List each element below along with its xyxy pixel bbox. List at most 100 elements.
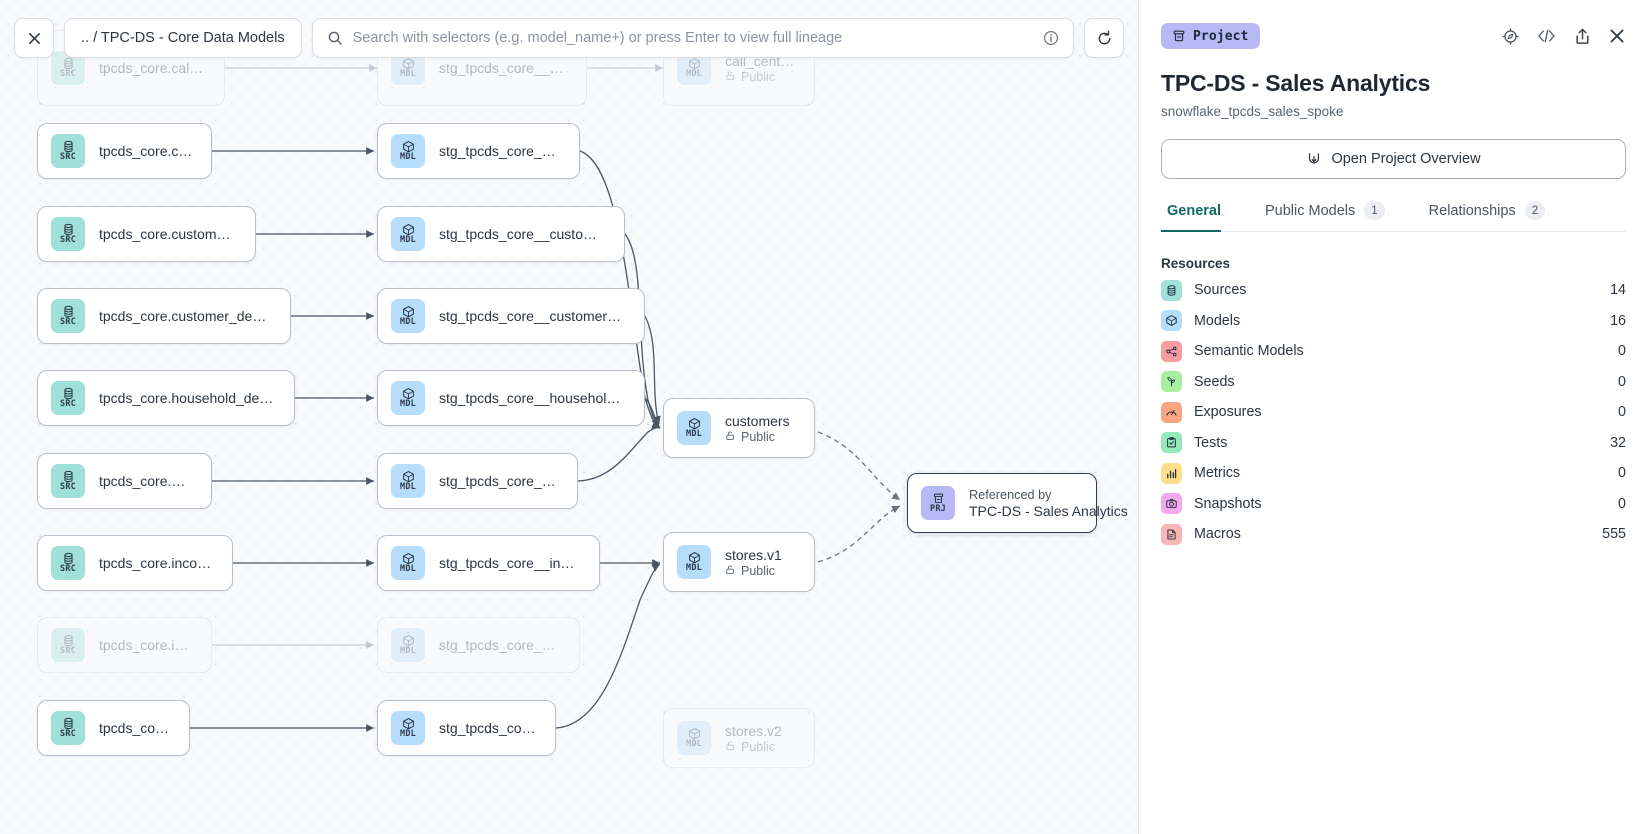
search-input[interactable]: Search with selectors (e.g. model_name+)… xyxy=(352,30,843,46)
lineage-node[interactable]: MDL stg_tpcds_core__customer_address xyxy=(377,206,625,262)
mdl-badge: MDL xyxy=(391,711,425,745)
node-text: tpcds_core.customer_demographics xyxy=(99,308,272,324)
node-title: tpcds_core.income_band xyxy=(99,555,214,571)
src-badge: SRC xyxy=(51,546,85,580)
badge-label: MDL xyxy=(400,729,416,739)
lineage-node[interactable]: SRC tpcds_core.store xyxy=(37,700,190,756)
node-title: tpcds_core.customer_demographics xyxy=(99,308,272,324)
database-icon xyxy=(62,57,75,70)
refresh-icon xyxy=(1098,30,1110,44)
cube-icon xyxy=(402,140,415,153)
node-visibility: Public xyxy=(725,740,782,754)
database-icon xyxy=(62,717,75,730)
database-icon xyxy=(62,223,75,236)
node-title: stg_tpcds_core__customer_address xyxy=(439,226,606,242)
node-title: stores.v2 xyxy=(725,722,782,739)
node-text: tpcds_core.store xyxy=(99,720,171,736)
code-button[interactable] xyxy=(1536,27,1557,45)
node-text: tpcds_core.inventory xyxy=(99,637,193,653)
close-lineage-button[interactable] xyxy=(14,18,54,58)
node-visibility: Public xyxy=(725,70,796,84)
info-circle-icon[interactable] xyxy=(1043,30,1059,46)
compass-button[interactable] xyxy=(1501,27,1520,46)
cube-icon xyxy=(688,551,701,564)
lock-icon xyxy=(725,740,736,754)
bar-chart-icon xyxy=(1161,462,1182,484)
badge-label: SRC xyxy=(60,317,76,327)
node-text: tpcds_core.customer xyxy=(99,143,193,159)
breadcrumb[interactable]: .. / TPC-DS - Core Data Models xyxy=(64,18,302,58)
lineage-node[interactable]: MDLstg_tpcds_core__household_demogr… xyxy=(377,370,645,426)
node-title: tpcds_core.store xyxy=(99,720,171,736)
share-button[interactable] xyxy=(1573,27,1592,46)
lineage-node[interactable]: MDLstg_tpcds_core__customer_demogra… xyxy=(377,288,645,344)
node-title: tpcds_core.household_demographics xyxy=(99,390,276,406)
lock-icon xyxy=(725,430,736,444)
refresh-button[interactable] xyxy=(1084,18,1124,58)
tab-count: 2 xyxy=(1524,201,1546,220)
lineage-canvas[interactable]: .. / TPC-DS - Core Data Models Search wi… xyxy=(0,0,1139,834)
breadcrumb-label: .. / TPC-DS - Core Data Models xyxy=(81,30,285,46)
lineage-node[interactable]: SRC tpcds_core.income_band xyxy=(37,535,233,591)
resource-name: Tests xyxy=(1194,434,1228,451)
open-project-overview-button[interactable]: Open Project Overview xyxy=(1161,139,1626,179)
overview-icon xyxy=(1309,153,1320,164)
lineage-node[interactable]: SRC tpcds_core.customer_demographics xyxy=(37,288,291,344)
search-bar[interactable]: Search with selectors (e.g. model_name+)… xyxy=(311,18,1074,58)
tab-general[interactable]: General xyxy=(1161,201,1243,232)
node-text: stg_tpcds_core__customer_address xyxy=(439,226,606,242)
detail-panel: Project xyxy=(1139,0,1648,834)
node-text: tpcds_core.income_band xyxy=(99,555,214,571)
node-title: customers xyxy=(725,412,790,429)
resource-count: 0 xyxy=(1618,495,1626,512)
resource-count: 0 xyxy=(1618,343,1626,360)
cube-icon xyxy=(1161,310,1182,332)
node-relation-label: Referenced by xyxy=(969,487,1052,502)
node-title: stg_tpcds_core__customer xyxy=(439,143,561,159)
close-panel-button[interactable] xyxy=(1608,27,1626,45)
resource-type-label: Project xyxy=(1193,28,1249,44)
badge-label: SRC xyxy=(60,729,76,739)
close-icon xyxy=(1610,29,1624,43)
src-badge: SRC xyxy=(51,217,85,251)
src-badge: SRC xyxy=(51,299,85,333)
mdl-badge: MDL xyxy=(391,217,425,251)
resource-name: Sources xyxy=(1194,282,1247,299)
node-text: tpcds_core.call_center xyxy=(99,60,206,76)
search-icon xyxy=(328,31,342,45)
cube-icon xyxy=(402,470,415,483)
node-title: stg_tpcds_core__income_band xyxy=(439,555,581,571)
resource-name: Exposures xyxy=(1194,404,1262,421)
mdl-badge: MDL xyxy=(391,299,425,333)
node-title: tpcds_core.inventory xyxy=(99,637,193,653)
tab-label: Public Models xyxy=(1265,202,1356,219)
tab-label: General xyxy=(1167,202,1221,219)
